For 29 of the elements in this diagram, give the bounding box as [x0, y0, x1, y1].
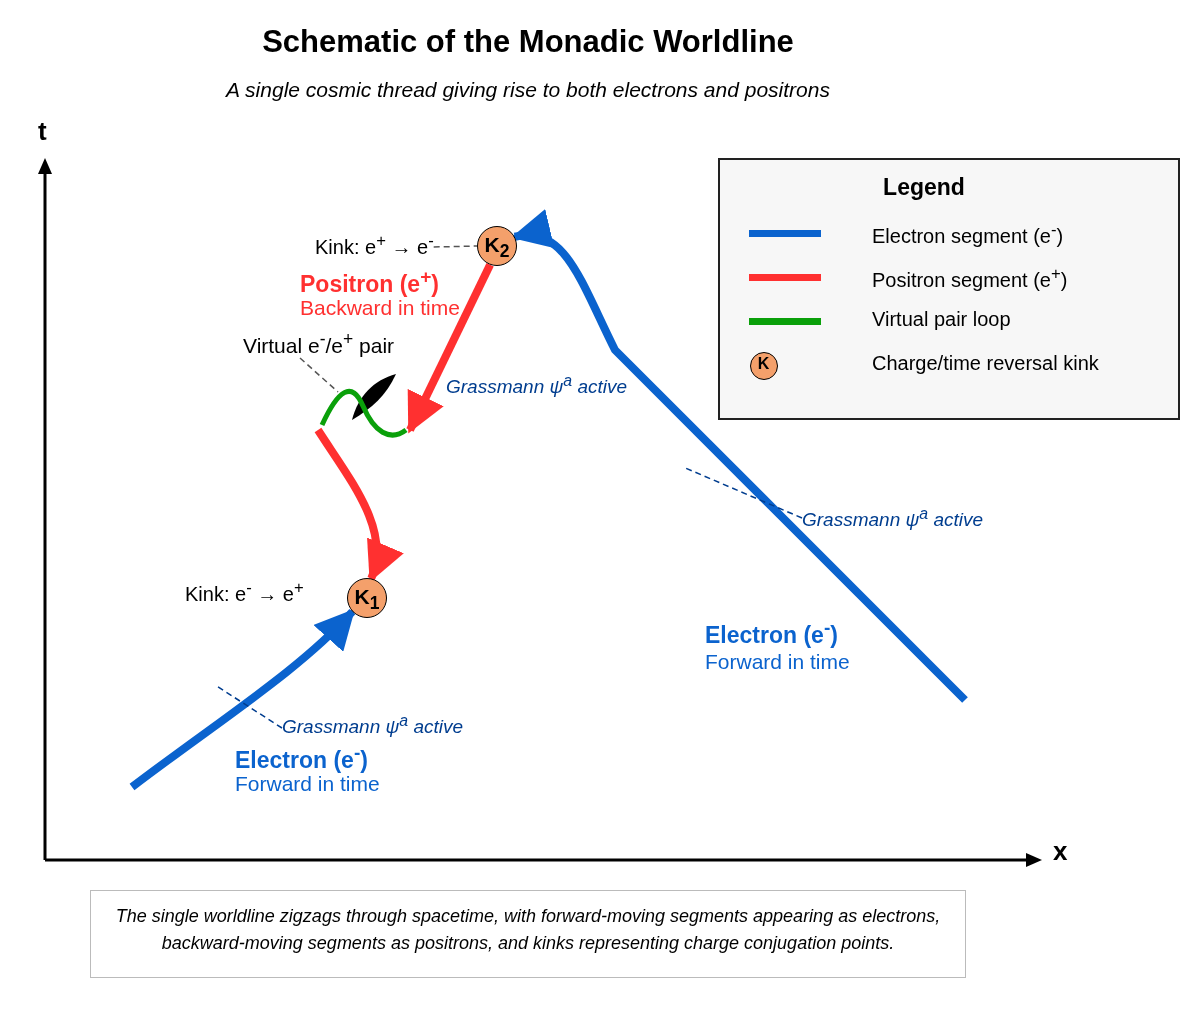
segment-label: Electron (e$^{-}$) — [705, 617, 838, 649]
subtitle: A single cosmic thread giving rise to both electrons and positrons — [224, 78, 831, 102]
kink-label: Kink: e$^{-}$ → e$^{+}$ — [185, 578, 304, 606]
swatch-letter: K — [756, 355, 771, 373]
kink-circle: K$_{2}$ — [477, 226, 517, 266]
caption: The single worldline zigzags through spacetime, with forward-moving segments appearing as electrons, backward-moving segments as positrons, and kinks representing charge conjugation points. — [90, 890, 966, 978]
legend-title: Legend — [882, 174, 966, 201]
worldline-arrow — [406, 263, 494, 434]
legend-label: Electron segment (e$^{-}$) — [872, 220, 1064, 248]
title: Schematic of the Monadic Worldline — [261, 24, 795, 60]
leader-line — [432, 245, 478, 248]
kink-circle: K$_{1}$ — [347, 578, 387, 618]
pair-label: Virtual e$^{-}$/e$^{+}$ pair — [243, 329, 395, 358]
axis-label: x — [1053, 836, 1068, 867]
legend-label: Charge/time reversal kink — [872, 352, 1099, 375]
segment-label: Forward in time — [235, 772, 380, 796]
leader-line — [299, 357, 339, 393]
kink-label: Kink: e$^{+}$ → e$^{-}$ — [315, 231, 434, 259]
segment-label: Forward in time — [705, 650, 850, 674]
worldline-arrow — [129, 608, 356, 791]
segment-label: Positron (e$^{+}$) — [300, 266, 439, 298]
annotation-text: Grassmann ψ$^{a}$ active — [802, 505, 984, 532]
segment-label: Backward in time — [300, 296, 460, 320]
axis-label: t — [38, 116, 47, 147]
legend-label: Positron segment (e$^{+}$) — [872, 264, 1068, 292]
segment-label: Electron (e$^{-}$) — [235, 742, 368, 774]
legend-label: Virtual pair loop — [872, 308, 1011, 331]
annotation-text: Grassmann ψ$^{a}$ active — [446, 372, 628, 399]
annotation-text: Grassmann ψ$^{a}$ active — [282, 712, 464, 739]
